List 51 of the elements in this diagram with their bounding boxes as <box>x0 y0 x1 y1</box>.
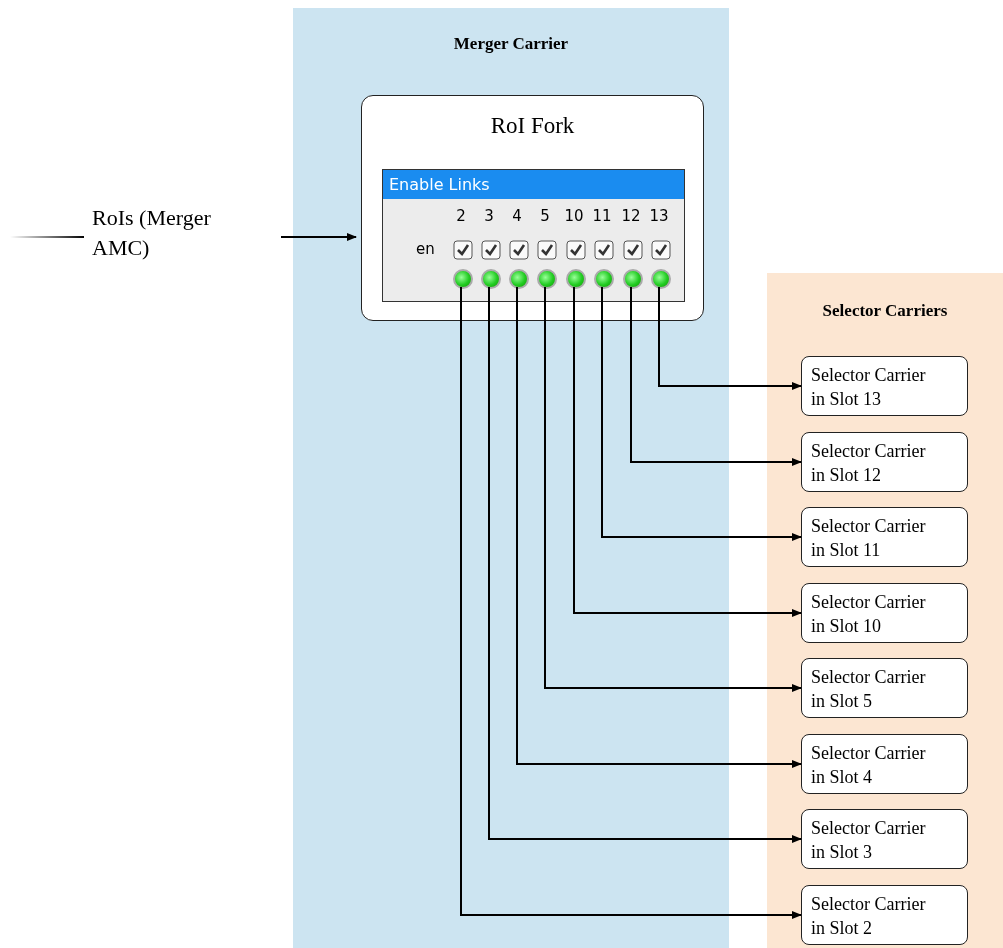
carrier-box <box>801 432 968 492</box>
arrow <box>516 286 802 768</box>
status-led <box>453 269 473 289</box>
box-label: Selector Carrier in Slot 3 <box>811 817 927 864</box>
carrier-box <box>801 356 968 416</box>
column-number: 13 <box>648 207 670 225</box>
box-label: Selector Carrier in Slot 5 <box>811 666 927 713</box>
box-label: Selector Carrier in Slot 10 <box>811 591 927 638</box>
input-label: RoIs (Merger AMC) <box>92 204 212 262</box>
column-number: 4 <box>511 207 523 225</box>
column-number: 5 <box>539 207 551 225</box>
carrier-box <box>801 734 968 794</box>
group-title: Selector Carriers <box>821 301 949 321</box>
column-number: 12 <box>620 207 642 225</box>
box-label: Selector Carrier in Slot 11 <box>811 515 927 562</box>
module-card <box>361 95 704 321</box>
carrier-box <box>801 809 968 869</box>
status-led <box>481 269 501 289</box>
arrow <box>460 286 802 919</box>
arrow <box>544 286 802 692</box>
column-number: 3 <box>483 207 495 225</box>
status-led <box>566 269 586 289</box>
status-led <box>623 269 643 289</box>
carrier-panel <box>293 8 729 948</box>
status-led <box>594 269 614 289</box>
carrier-box <box>801 885 968 945</box>
box-label: Selector Carrier in Slot 12 <box>811 440 927 487</box>
carrier-box <box>801 658 968 718</box>
column-number: 11 <box>591 207 613 225</box>
carrier-box <box>801 583 968 643</box>
arrow <box>658 286 802 390</box>
column-number: 2 <box>455 207 467 225</box>
arrow <box>280 233 357 241</box>
panel-header: Enable Links <box>383 170 684 199</box>
carrier-panel <box>767 273 1003 948</box>
card-title: RoI Fork <box>489 113 576 139</box>
arrow <box>488 286 802 843</box>
settings-panel <box>382 169 685 302</box>
row-label: en <box>416 240 435 258</box>
group-title: Merger Carrier <box>452 34 570 54</box>
arrow <box>601 286 802 541</box>
column-number: 10 <box>563 207 585 225</box>
carrier-box <box>801 507 968 567</box>
box-label: Selector Carrier in Slot 2 <box>811 893 927 940</box>
box-label: Selector Carrier in Slot 4 <box>811 742 927 789</box>
arrow <box>573 286 802 617</box>
arrow <box>630 286 802 466</box>
status-led <box>537 269 557 289</box>
box-label: Selector Carrier in Slot 13 <box>811 364 927 411</box>
status-led <box>651 269 671 289</box>
status-led <box>509 269 529 289</box>
